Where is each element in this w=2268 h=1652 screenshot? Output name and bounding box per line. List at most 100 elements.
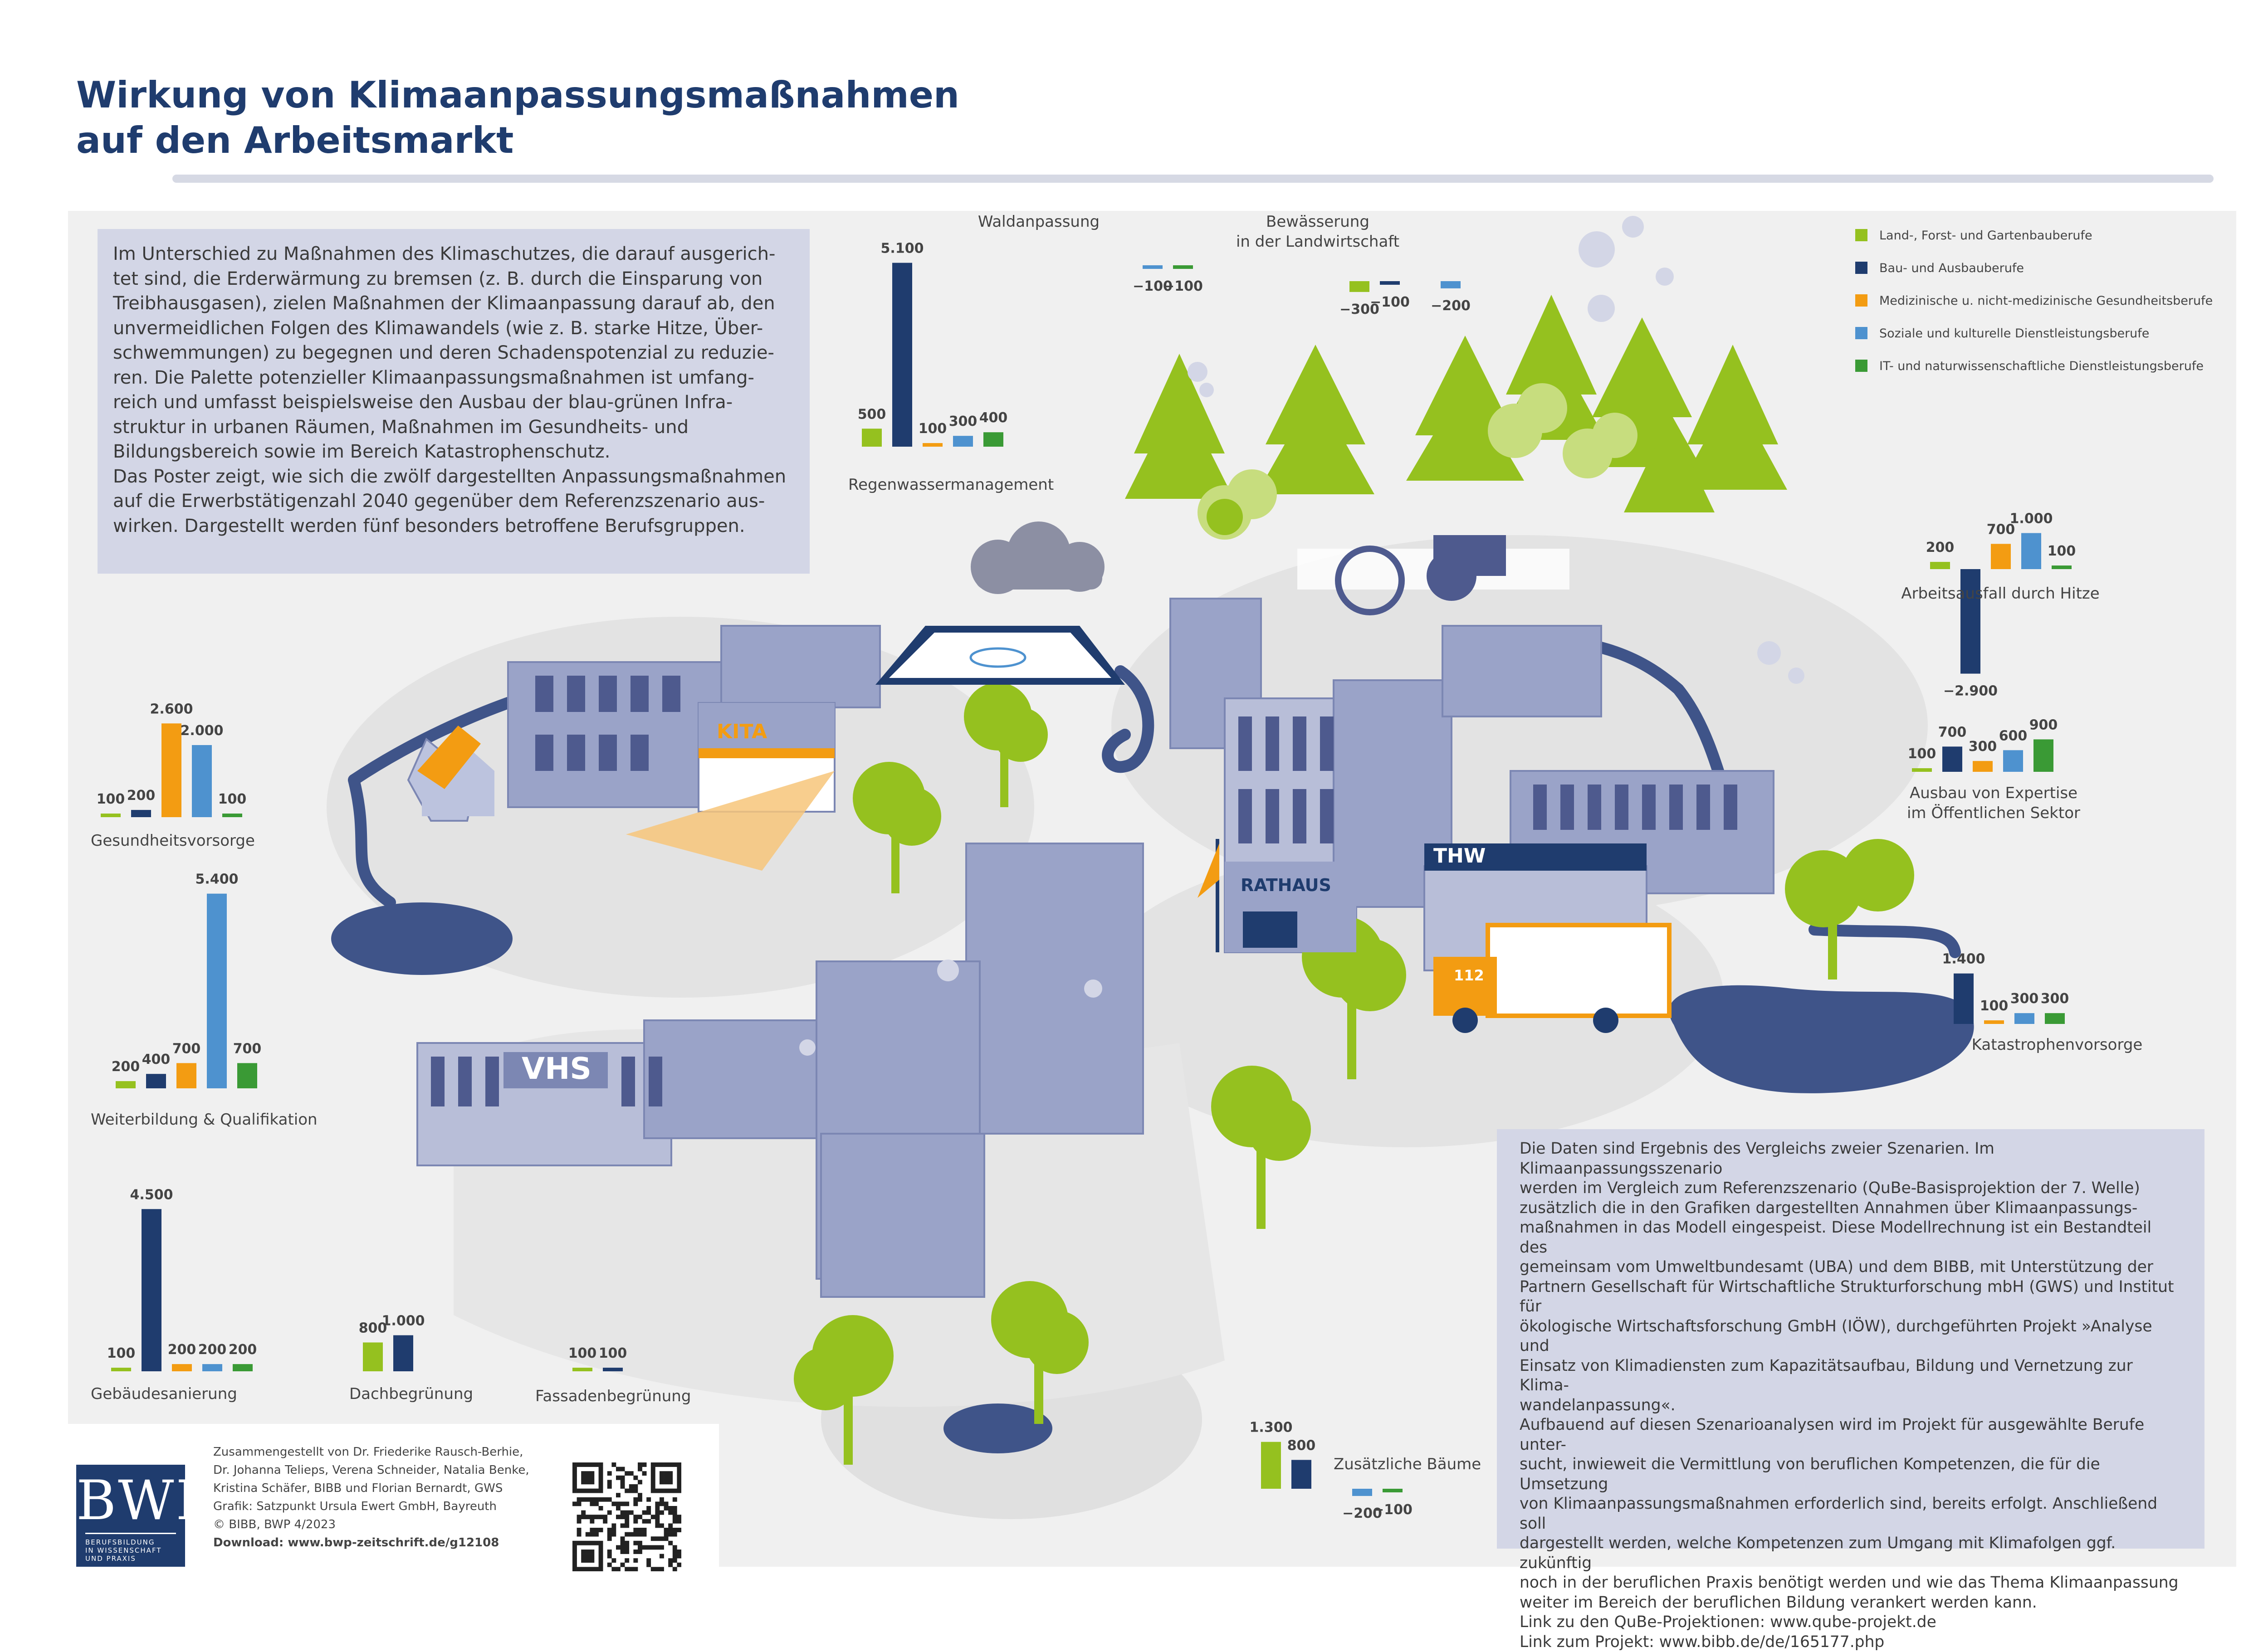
bar-value-label: 1.000 — [2010, 511, 2053, 527]
bar-value-label: 100 — [107, 1345, 136, 1361]
bar-value-label: 900 — [2029, 717, 2058, 733]
bar-value-label: 800 — [1287, 1438, 1316, 1453]
bar — [983, 432, 1003, 447]
chart-title: Bewässerung — [1266, 213, 1369, 231]
credit-text: Zusammengestellt von Dr. Friederike Raus… — [213, 1443, 567, 1552]
bar-value-label: 400 — [979, 410, 1008, 426]
qr-code[interactable] — [572, 1462, 681, 1571]
note-link-project[interactable]: Link zum Projekt: www.bibb.de/de/165177.… — [1520, 1633, 2182, 1652]
bar-value-label: −100 — [1163, 278, 1203, 294]
note-line: dargestellt werden, welche Kompetenzen z… — [1520, 1534, 2182, 1573]
bar — [363, 1342, 383, 1371]
bwp-logo: BWP BERUFSBILDUNG IN WISSENSCHAFT UND PR… — [76, 1465, 185, 1567]
bar-value-label: 200 — [127, 788, 156, 804]
chart-title: in der Landwirtschaft — [1236, 233, 1399, 251]
bar — [207, 894, 227, 1088]
method-note-box: Die Daten sind Ergebnis des Vergleichs z… — [1497, 1129, 2204, 1549]
bar — [923, 443, 943, 447]
note-line: Partnern Gesellschaft für Wirtschaftlich… — [1520, 1277, 2182, 1317]
chart-title: Zusätzliche Bäume — [1334, 1455, 1481, 1473]
chart-title: im Öffentlichen Sektor — [1907, 804, 2080, 822]
bar — [222, 814, 242, 817]
bar-value-label: 200 — [1926, 540, 1955, 556]
bar-value-label: 200 — [198, 1342, 227, 1358]
download-link[interactable]: Download: www.bwp-zeitschrift.de/g12108 — [213, 1534, 567, 1552]
note-line: Einsatz von Klimadiensten zum Kapazitäts… — [1520, 1356, 2182, 1396]
bar — [2045, 1013, 2065, 1024]
bar — [131, 810, 151, 817]
bwp-logo-sub1: BERUFSBILDUNG — [85, 1538, 176, 1546]
bar-value-label: 100 — [599, 1345, 627, 1361]
bar — [202, 1364, 222, 1371]
bar — [1349, 281, 1369, 292]
bar — [101, 814, 121, 817]
bar-value-label: 600 — [1999, 728, 2028, 744]
bar-value-label: −2.900 — [1943, 683, 1998, 699]
bar-value-label: 100 — [97, 791, 125, 807]
bar — [1173, 265, 1193, 269]
note-line: weiter im Bereich der beruflichen Bildun… — [1520, 1593, 2182, 1613]
chart-title: Weiterbildung & Qualifikation — [91, 1111, 318, 1129]
note-line: Aufbauend auf diesen Szenarioanalysen wi… — [1520, 1415, 2182, 1455]
chart-title: Ausbau von Expertise — [1910, 784, 2077, 802]
bar — [2014, 1013, 2034, 1024]
note-link-qube[interactable]: Link zu den QuBe-Projektionen: www.qube-… — [1520, 1613, 2182, 1633]
bar — [237, 1063, 257, 1088]
credit-line: Grafik: Satzpunkt Ursula Ewert GmbH, Bay… — [213, 1497, 567, 1516]
bar-value-label: 100 — [568, 1345, 597, 1361]
bwp-logo-text: BWP — [76, 1469, 185, 1532]
bar-value-label: 100 — [2048, 543, 2076, 559]
bar-value-label: 200 — [168, 1342, 196, 1358]
credit-line: © BIBB, BWP 4/2023 — [213, 1516, 567, 1534]
bar-value-label: 5.400 — [196, 872, 239, 887]
bar-value-label: 300 — [949, 414, 978, 429]
note-line: werden im Vergleich zum Referenzszenario… — [1520, 1179, 2182, 1199]
bar-value-label: 4.500 — [130, 1187, 173, 1203]
bar-value-label: 2.600 — [150, 701, 193, 717]
bar — [142, 1209, 161, 1371]
bwp-logo-sub3: UND PRAXIS — [85, 1555, 176, 1563]
bar-value-label: −200 — [1431, 298, 1471, 314]
note-line: zusätzlich die in den Grafiken dargestel… — [1520, 1199, 2182, 1218]
bar-value-label: 1.300 — [1250, 1420, 1293, 1436]
bar-value-label: 100 — [919, 421, 947, 437]
bar — [1954, 974, 1974, 1024]
bar — [1261, 1442, 1281, 1489]
bar-value-label: 400 — [142, 1052, 171, 1067]
bwp-logo-subtitle: BERUFSBILDUNG IN WISSENSCHAFT UND PRAXIS — [85, 1538, 176, 1563]
bar — [892, 263, 912, 447]
bar — [953, 436, 973, 447]
bar — [2021, 533, 2041, 570]
credit-line: Kristina Schäfer, BIBB und Florian Berna… — [213, 1479, 567, 1497]
bar — [1441, 281, 1461, 288]
bar-value-label: 700 — [172, 1041, 201, 1057]
bar — [1143, 265, 1163, 269]
bar — [1973, 761, 1993, 772]
bar — [176, 1063, 196, 1088]
bar — [1383, 1489, 1403, 1492]
bar — [2033, 739, 2053, 772]
bar-value-label: 100 — [1980, 998, 2009, 1014]
chart-title: Katastrophenvorsorge — [1972, 1036, 2143, 1054]
note-line: wandelanpassung«. — [1520, 1396, 2182, 1416]
note-line: von Klimaanpassungsmaßnahmen erforderlic… — [1520, 1494, 2182, 1534]
bar — [862, 429, 882, 447]
bar — [192, 745, 212, 817]
bar-value-label: 100 — [1908, 746, 1936, 762]
chart-title: Fassadenbegrünung — [535, 1387, 691, 1405]
bar-value-label: 700 — [233, 1041, 262, 1057]
chart-title: Waldanpassung — [978, 213, 1100, 231]
bar-value-label: 200 — [229, 1342, 257, 1358]
bar — [1352, 1489, 1372, 1496]
note-line: Die Daten sind Ergebnis des Vergleichs z… — [1520, 1139, 2182, 1179]
